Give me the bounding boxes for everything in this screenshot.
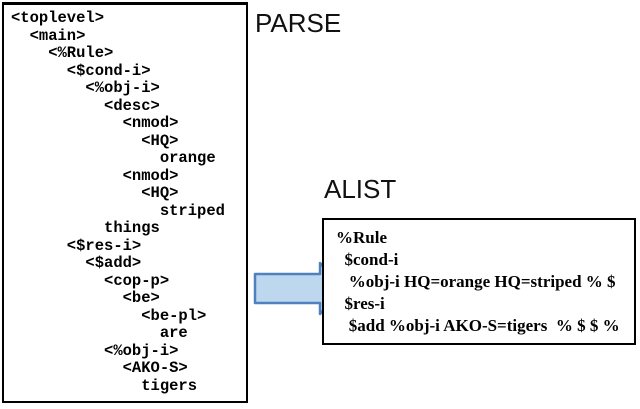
parse-tree-line: <$add> [11,254,142,272]
parse-tree-line: <desc> [11,96,160,115]
alist-line: %obj-i HQ=orange HQ=striped % $ [336,272,616,291]
parse-tree-line: <%obj-i> [11,79,160,97]
parse-tree-line: are [11,324,188,342]
parse-title: PARSE [255,8,342,38]
parse-tree-line: <%obj-i> [11,341,179,360]
parse-tree-line: <AKO-S> [11,359,188,377]
parse-tree-line: <main> [11,26,86,45]
alist-panel: %Rule $cond-i %obj-i HQ=orange HQ=stripe… [322,218,636,345]
parse-tree-line: <be> [11,289,160,307]
parse-tree-line: things [11,219,160,237]
alist-line: $res-i [336,294,385,313]
parse-tree-line: <HQ> [11,184,179,202]
parse-tree-line: tigers [11,376,198,395]
parse-tree-line: <toplevel> [11,9,105,27]
parse-tree-line: orange [11,149,216,167]
parse-tree-line: <nmod> [11,166,179,185]
parse-tree-line: <cop-p> [11,271,170,290]
alist-line: $cond-i [336,250,399,269]
parse-tree-line: <nmod> [11,114,179,132]
alist-title: ALIST [324,174,397,204]
parse-tree-line: <%Rule> [11,44,114,62]
parse-tree-line: <$res-i> [11,236,142,255]
alist-line: %Rule [336,228,387,247]
parse-tree-line: striped [11,201,225,220]
alist-line: $add %obj-i AKO-S=tigers % $ $ % [336,316,620,335]
parse-panel: <toplevel> <main> <%Rule> <$cond-i> <%ob… [2,2,248,403]
parse-tree-line: <be-pl> [11,306,207,325]
parse-tree-line: <HQ> [11,131,179,150]
parse-tree-line: <$cond-i> [11,61,151,80]
